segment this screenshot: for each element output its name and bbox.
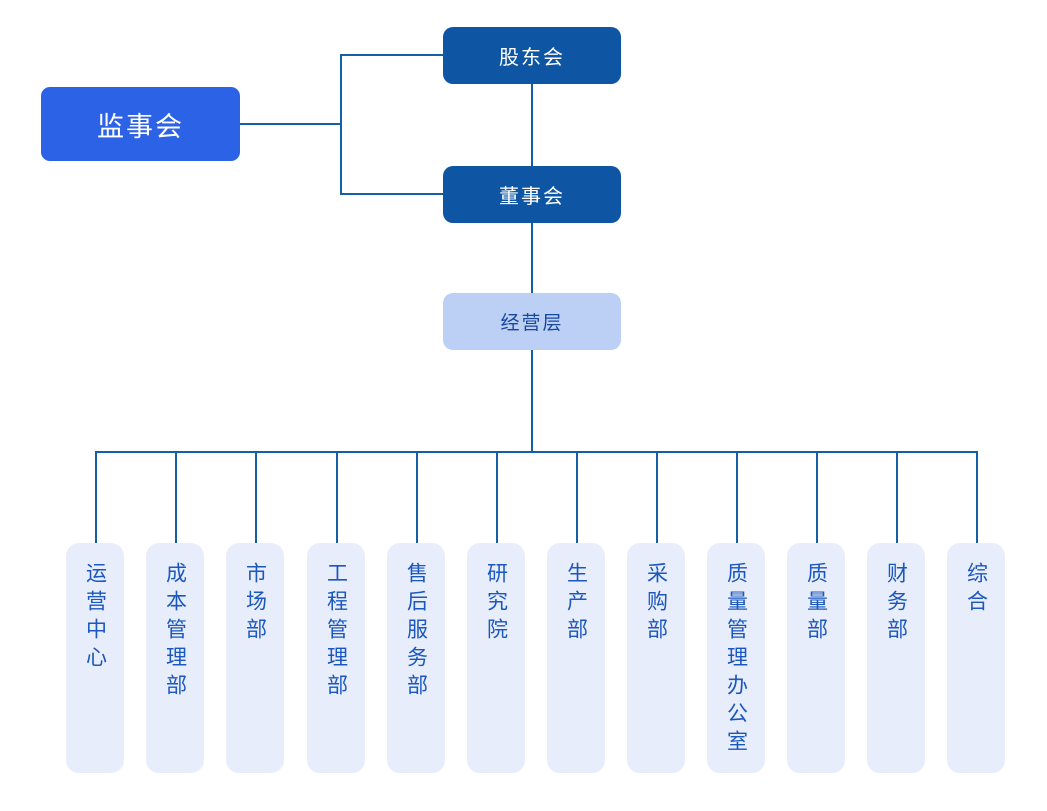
dept-node-after-sales-service: 售后服务部 bbox=[387, 543, 445, 773]
dept-label: 成本管理部 bbox=[163, 562, 188, 702]
shareholders-node: 股东会 bbox=[443, 27, 621, 84]
dept-label: 市场部 bbox=[243, 562, 268, 646]
connector-drop-7 bbox=[576, 451, 578, 544]
connector-drop-5 bbox=[416, 451, 418, 544]
dept-node-cost-management: 成本管理部 bbox=[146, 543, 204, 773]
dept-node-marketing: 市场部 bbox=[226, 543, 284, 773]
connector-drop-3 bbox=[255, 451, 257, 544]
dept-node-procurement: 采购部 bbox=[627, 543, 685, 773]
connector-drop-9 bbox=[736, 451, 738, 544]
connector-management-to-bus bbox=[531, 350, 533, 453]
connector-bracket-to-board bbox=[340, 193, 444, 195]
management-level-label: 经营层 bbox=[500, 312, 564, 334]
connector-board-to-management bbox=[531, 223, 533, 294]
connector-drop-6 bbox=[496, 451, 498, 544]
dept-node-engineering-management: 工程管理部 bbox=[307, 543, 365, 773]
dept-node-general: 综合 bbox=[947, 543, 1005, 773]
dept-label: 研究院 bbox=[484, 562, 509, 646]
dept-node-quality-management-office: 质量管理办公室 bbox=[707, 543, 765, 773]
connector-drop-8 bbox=[656, 451, 658, 544]
connector-drop-12 bbox=[976, 451, 978, 544]
dept-node-research-institute: 研究院 bbox=[467, 543, 525, 773]
dept-label: 生产部 bbox=[564, 562, 589, 646]
connector-shareholders-to-board bbox=[531, 84, 533, 167]
dept-label: 财务部 bbox=[884, 562, 909, 646]
dept-node-operations-center: 运营中心 bbox=[66, 543, 124, 773]
connector-drop-1 bbox=[95, 451, 97, 544]
dept-label: 质量部 bbox=[804, 562, 829, 646]
connector-drop-2 bbox=[175, 451, 177, 544]
dept-label: 综合 bbox=[964, 562, 989, 618]
dept-node-finance: 财务部 bbox=[867, 543, 925, 773]
connector-supervisory-to-bracket bbox=[240, 123, 341, 125]
management-level-node: 经营层 bbox=[443, 293, 621, 350]
board-of-directors-label: 董事会 bbox=[499, 184, 565, 208]
dept-label: 运营中心 bbox=[83, 562, 108, 674]
dept-label: 售后服务部 bbox=[404, 562, 429, 702]
dept-label: 质量管理办公室 bbox=[724, 562, 749, 758]
dept-node-production: 生产部 bbox=[547, 543, 605, 773]
connector-bracket-to-shareholders bbox=[340, 54, 444, 56]
supervisory-board-node: 监事会 bbox=[41, 87, 240, 161]
connector-drop-10 bbox=[816, 451, 818, 544]
connector-bus bbox=[95, 451, 978, 453]
shareholders-label: 股东会 bbox=[499, 45, 565, 69]
connector-bracket-vertical bbox=[340, 54, 342, 195]
dept-label: 采购部 bbox=[644, 562, 669, 646]
connector-drop-4 bbox=[336, 451, 338, 544]
supervisory-board-label: 监事会 bbox=[97, 111, 184, 143]
connector-drop-11 bbox=[896, 451, 898, 544]
dept-label: 工程管理部 bbox=[324, 562, 349, 702]
board-of-directors-node: 董事会 bbox=[443, 166, 621, 223]
dept-node-quality: 质量部 bbox=[787, 543, 845, 773]
